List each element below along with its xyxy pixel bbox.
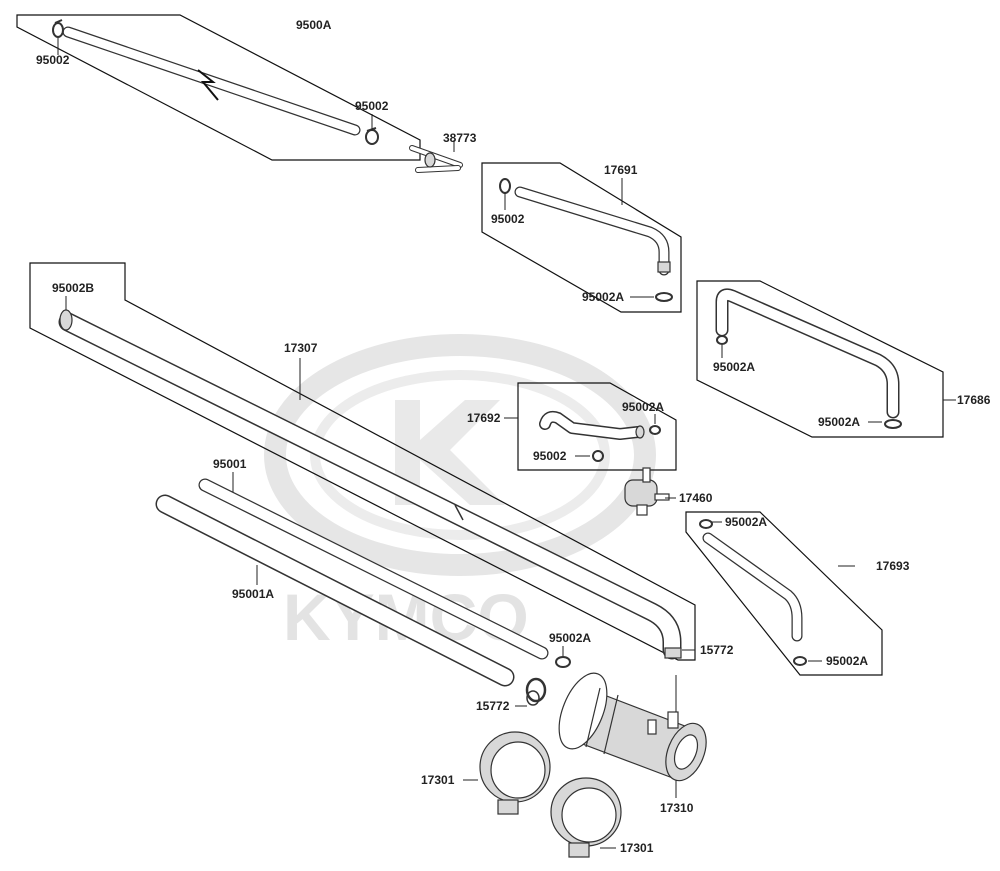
label-17310: 17310 [660,801,694,815]
clamp-icon [52,19,64,38]
label-9500A: 9500A [296,18,332,32]
clamp-icon [499,178,511,194]
label-95002A: 95002A [725,515,767,529]
label-17693: 17693 [876,559,910,573]
label-95002: 95002 [36,53,70,67]
label-95001A: 95001A [232,587,274,601]
callout-labels: 9500A 95002 95002 38773 17691 95002 9500… [36,18,991,855]
clamp-icon [649,425,661,435]
frame-9500A [16,14,421,161]
frame-17691 [481,162,682,313]
part-17460 [624,467,676,516]
label-17301: 17301 [421,773,455,787]
clamp-icon [655,292,673,302]
label-95002A: 95002A [549,631,591,645]
clamp-icon [716,335,728,345]
group-17691 [481,162,682,313]
frame-17692 [517,382,677,471]
label-17307: 17307 [284,341,318,355]
label-17686: 17686 [957,393,991,407]
label-95002A: 95002A [713,360,755,374]
label-17691: 17691 [604,163,638,177]
frame-17307 [29,262,696,661]
hose-95001 [198,472,549,660]
band-17301-a [463,731,551,815]
label-95002A: 95002A [826,654,868,668]
label-95001: 95001 [213,457,247,471]
group-17686 [696,280,956,438]
label-15772: 15772 [476,699,510,713]
label-95002A: 95002A [818,415,860,429]
label-95002B: 95002B [52,281,94,295]
frame-17693 [685,511,883,676]
clamp-icon [555,646,571,668]
label-95002A: 95002A [622,400,664,414]
clamp-icon [592,450,604,462]
part-38773 [409,140,463,173]
label-38773: 38773 [443,131,477,145]
label-17692: 17692 [467,411,501,425]
frame-17686 [696,280,944,438]
group-17307 [29,262,696,661]
clamp-icon [884,419,902,429]
label-95002: 95002 [355,99,389,113]
clamp-icon [699,519,713,529]
group-9500A [16,14,421,161]
canister-17310 [558,672,707,798]
label-95002: 95002 [491,212,525,226]
clamp-icon [59,309,73,331]
label-17301: 17301 [620,841,654,855]
label-15772: 15772 [700,643,734,657]
clip-icon [515,677,547,707]
label-95002: 95002 [533,449,567,463]
group-17692 [504,382,677,471]
label-95002A: 95002A [582,290,624,304]
clamp-icon [793,656,807,666]
group-17693 [685,511,883,676]
band-17301-b [550,777,622,858]
clamp-icon [365,127,379,145]
hose-95001A [155,494,515,687]
label-17460: 17460 [679,491,713,505]
break-mark-icon [197,69,219,101]
